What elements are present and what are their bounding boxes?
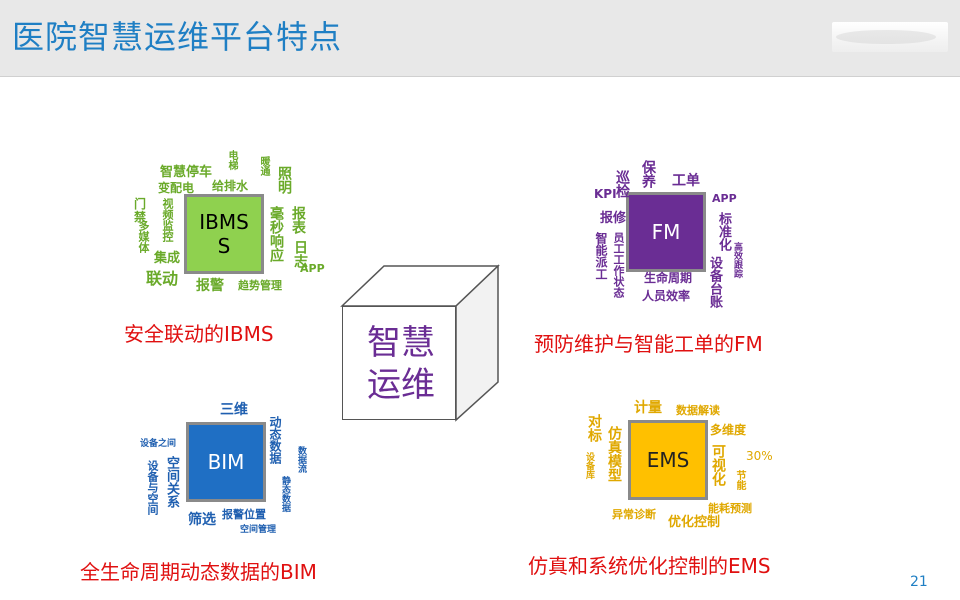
fm-word: 工单 — [672, 173, 700, 189]
ems-word: 异常诊断 — [612, 508, 656, 521]
bim-caption: 全生命周期动态数据的BIM — [80, 560, 317, 584]
center-label: 智慧 运维 — [367, 323, 435, 405]
ibms-word: 视频监控 — [161, 198, 174, 242]
fm-word: 智能派工 — [594, 232, 608, 280]
ems-word: 多维度 — [710, 423, 747, 437]
ibms-word: 给排水 — [212, 179, 249, 193]
bim-word: 设备与空间 — [146, 460, 159, 515]
bim-word: 报警位置 — [222, 508, 266, 521]
bim-word: 筛选 — [188, 512, 216, 528]
ibms-word: 智慧停车 — [160, 165, 213, 180]
ems-word: 设备库 — [584, 452, 594, 479]
ems-word: 计量 — [634, 400, 662, 416]
bim-word: 三维 — [220, 402, 248, 418]
ibms-word: 联动 — [146, 269, 179, 288]
page-title: 医院智慧运维平台特点 — [12, 18, 343, 56]
fm-caption: 预防维护与智能工单的FM — [534, 332, 763, 356]
ibms-word: 报警 — [196, 278, 224, 294]
ems-box-label: EMS — [646, 448, 690, 472]
ibms-word: APP — [300, 262, 325, 275]
fm-word: KPI — [594, 187, 617, 201]
fm-word: APP — [712, 192, 737, 205]
fm-word: 保养 — [640, 160, 656, 188]
ems-word: 仿真模型 — [606, 426, 622, 482]
ibms-word: 趋势管理 — [238, 279, 282, 292]
ibms-word: 多媒体 — [137, 220, 150, 253]
bim-word: 静态数据 — [280, 476, 290, 512]
ibms-box-label: IBMS S — [199, 210, 249, 258]
ibms-word: 报表 — [290, 206, 306, 234]
logo-swoosh-icon — [836, 30, 936, 44]
fm-word: 高效跟踪 — [732, 242, 742, 278]
ems-word: 30% — [746, 449, 773, 463]
logo — [832, 22, 948, 52]
bim-word: 动态数据 — [268, 416, 282, 464]
ibms-word: 门禁 — [134, 197, 147, 224]
page-number: 21 — [910, 574, 928, 590]
cube-front-face — [342, 306, 456, 420]
fm-word: 员工工作状态 — [612, 232, 625, 298]
ems-word: 可视化 — [710, 444, 726, 486]
cube-graphic — [340, 264, 500, 422]
fm-box: FM — [626, 192, 706, 272]
ibms-word: 照明 — [276, 166, 292, 194]
ibms-caption: 安全联动的IBMS — [124, 322, 274, 346]
bim-word: 空间管理 — [240, 525, 277, 535]
ibms-word: 毫秒响应 — [268, 206, 284, 262]
bim-box: BIM — [186, 422, 266, 502]
ems-word: 优化控制 — [668, 515, 721, 530]
ems-word: 能耗预测 — [708, 502, 752, 515]
ems-box: EMS — [628, 420, 708, 500]
fm-word: 设备台账 — [707, 256, 722, 308]
ems-caption: 仿真和系统优化控制的EMS — [528, 554, 771, 578]
fm-word: 巡检 — [614, 170, 630, 198]
fm-word: 标准化 — [716, 212, 731, 251]
cube-side-face — [455, 264, 499, 422]
bim-word: 空间关系 — [164, 456, 179, 508]
fm-box-label: FM — [651, 220, 681, 244]
fm-word: 人员效率 — [642, 289, 691, 303]
ibms-box: IBMS S — [184, 194, 264, 274]
bim-box-label: BIM — [207, 450, 245, 474]
header-bar: 医院智慧运维平台特点 — [0, 0, 960, 77]
ibms-word: 集成 — [154, 251, 181, 266]
bim-word: 数据流 — [296, 446, 306, 473]
ems-word: 数据解读 — [676, 404, 720, 417]
ibms-word: 日志 — [292, 240, 308, 268]
ibms-word: 变配电 — [158, 181, 195, 195]
ems-word: 对标 — [586, 414, 602, 442]
ibms-word: 暖通 — [258, 156, 269, 176]
fm-word: 生命周期 — [644, 271, 693, 285]
bim-word: 设备之间 — [140, 439, 177, 449]
fm-word: 报修 — [600, 211, 627, 226]
ems-word: 节能 — [734, 470, 745, 490]
ibms-word: 电梯 — [226, 150, 237, 170]
